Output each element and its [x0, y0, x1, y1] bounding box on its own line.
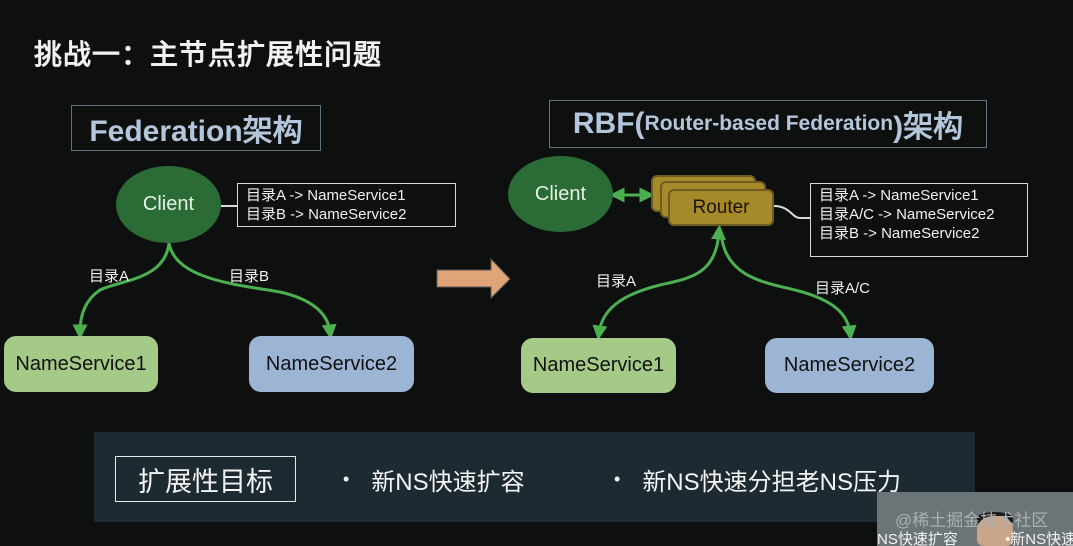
router-node: Router — [668, 189, 774, 226]
goal-item: • 新NS快速扩容 — [343, 462, 525, 497]
edge-label: 目录B — [229, 268, 270, 285]
edge-label: 目录A — [596, 273, 637, 290]
rbf-nameservice2-node: NameService2 — [765, 338, 934, 393]
goal-text: 新NS快速扩容 — [371, 469, 525, 496]
rbf-mount-table: 目录A -> NameService1 目录A/C -> NameService… — [810, 183, 1028, 257]
overlay-caption-right: •新NS快速 — [1005, 531, 1073, 546]
speaker-avatar — [977, 516, 1013, 546]
edge-label: 目录A/C — [815, 280, 871, 297]
client-label: Client — [142, 193, 195, 215]
rbf-section-title: RBF(Router-based Federation)架构 — [549, 100, 987, 148]
bullet-icon: • — [614, 469, 621, 489]
overlay-caption-left: NS快速扩容 — [877, 531, 958, 546]
mapping-row: 目录B -> NameService2 — [246, 206, 407, 223]
rbf-title-prefix: RBF( — [572, 107, 645, 140]
nameservice-label: NameService2 — [265, 352, 398, 375]
nameservice-label: NameService1 — [15, 352, 147, 375]
router-mapping-connector — [773, 205, 810, 219]
goal-text: 新NS快速分担老NS压力 — [642, 469, 901, 496]
federation-nameservice2-node: NameService2 — [249, 336, 414, 392]
rbf-nameservice1-node: NameService1 — [521, 338, 676, 393]
federation-nameservice1-node: NameService1 — [4, 336, 158, 392]
watermark-text: @稀土掘金技术社区 — [895, 511, 1049, 530]
federation-client-node: Client — [116, 166, 221, 243]
federation-mount-table: 目录A -> NameService1 目录B -> NameService2 — [237, 183, 456, 227]
goal-item: • 新NS快速分担老NS压力 — [614, 462, 901, 497]
rbf-client-node: Client — [508, 156, 613, 232]
right-arrow-icon — [436, 257, 511, 300]
edge-client-ns1-left — [72, 242, 171, 340]
goals-label: 扩展性目标 — [115, 456, 296, 502]
nameservice-label: NameService1 — [532, 354, 665, 376]
edge-router-ns1 — [592, 224, 726, 341]
speaker-video-overlay: @稀土掘金技术社区 NS快速扩容 •新NS快速 — [877, 492, 1073, 546]
goals-panel — [94, 432, 975, 522]
mapping-row: 目录A -> NameService1 — [246, 187, 406, 204]
rbf-title-middle: Router-based Federation — [644, 112, 894, 135]
mapping-row: 目录A -> NameService1 — [819, 187, 979, 204]
bullet-icon: • — [343, 469, 350, 489]
mapping-row: 目录B -> NameService2 — [819, 225, 980, 242]
rbf-title-suffix: )架构 — [893, 111, 964, 144]
client-label: Client — [534, 182, 587, 205]
edge-label: 目录A — [89, 268, 130, 285]
mapping-row: 目录A/C -> NameService2 — [819, 206, 995, 223]
nameservice-label: NameService2 — [783, 354, 916, 376]
router-label: Router — [692, 196, 750, 218]
edge-client-ns2-left — [167, 242, 337, 340]
federation-section-title: Federation架构 — [71, 105, 321, 151]
slide-title: 挑战一：主节点扩展性问题 — [34, 39, 383, 70]
edge-router-ns2 — [719, 231, 857, 341]
